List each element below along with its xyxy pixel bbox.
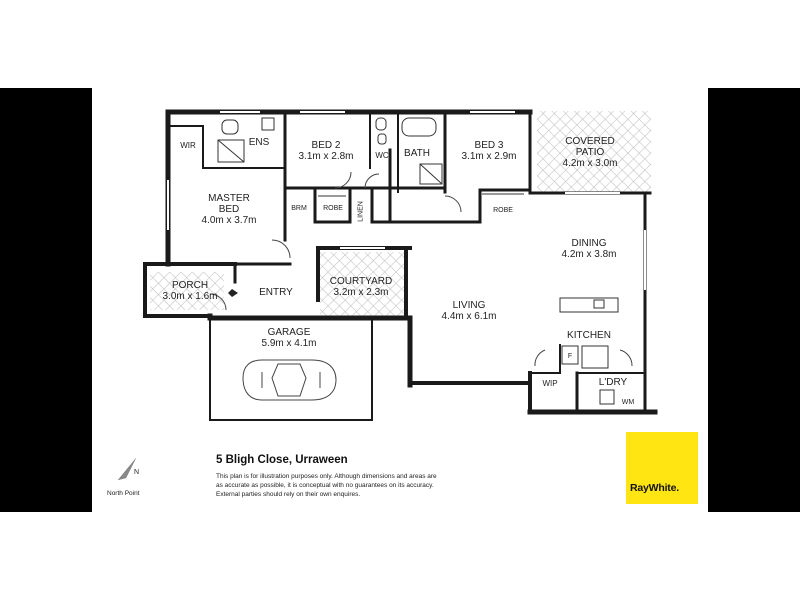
north-point-label: North Point xyxy=(107,490,140,497)
garage-label: GARAGE 5.9m x 4.1m xyxy=(261,327,316,349)
wip-label: WIP xyxy=(542,379,558,388)
courtyard-hatch xyxy=(320,252,404,318)
garage-size: 5.9m x 4.1m xyxy=(261,338,317,349)
patio-size: 4.2m x 3.0m xyxy=(562,158,618,169)
wm-label: WM xyxy=(621,399,635,406)
north-point-icon: N xyxy=(118,458,139,480)
bed3-name: BED 3 xyxy=(474,140,504,151)
bed2-size: 3.1m x 2.8m xyxy=(298,151,354,162)
ens-label: ENS xyxy=(248,137,270,148)
laundry-label: L'DRY xyxy=(598,377,628,388)
dining-label: DINING 4.2m x 3.8m xyxy=(561,238,616,260)
entry-label: ENTRY xyxy=(259,287,293,298)
disclaimer: This plan is for illustration purposes o… xyxy=(216,472,486,499)
fridge-label: F xyxy=(567,353,573,360)
robe-bed2-label: ROBE xyxy=(323,205,343,212)
bed2-name: BED 2 xyxy=(311,140,341,151)
property-address: 5 Bligh Close, Urraween xyxy=(216,454,348,466)
door-swings xyxy=(209,171,633,367)
kitchen-label: KITCHEN xyxy=(567,330,611,341)
master-size: 4.0m x 3.7m xyxy=(201,215,257,226)
porch-hatch xyxy=(150,272,224,310)
windows xyxy=(167,111,646,290)
svg-text:N: N xyxy=(134,469,139,476)
patio-name-line2: PATIO xyxy=(575,147,605,158)
disclaimer-line: This plan is for illustration purposes o… xyxy=(216,473,437,480)
master-bed-label: MASTER BED 4.0m x 3.7m xyxy=(201,193,256,226)
robe-bed3-label: ROBE xyxy=(493,207,513,214)
living-size: 4.4m x 6.1m xyxy=(441,311,497,322)
garage-name: GARAGE xyxy=(267,327,311,338)
master-name-line1: MASTER xyxy=(208,193,250,204)
raywhite-logo-text: RayWhite. xyxy=(630,482,679,494)
bath-label: BATH xyxy=(404,148,430,159)
porch-name: PORCH xyxy=(171,280,209,291)
bed3-size: 3.1m x 2.9m xyxy=(461,151,517,162)
right-frame-bar xyxy=(708,88,800,512)
disclaimer-line: as accurate as possible, it is conceptua… xyxy=(216,482,434,489)
car-icon xyxy=(242,359,337,401)
brm-label: BRM xyxy=(291,205,307,212)
living-name: LIVING xyxy=(452,300,486,311)
porch-label: PORCH 3.0m x 1.6m xyxy=(162,280,217,302)
porch-size: 3.0m x 1.6m xyxy=(162,291,218,302)
wir-label: WIR xyxy=(180,141,196,150)
master-name-line2: BED xyxy=(218,204,240,215)
patio-name-line1: COVERED xyxy=(565,136,615,147)
dining-name: DINING xyxy=(571,238,607,249)
entry-arrow-icon xyxy=(228,289,238,297)
left-frame-bar xyxy=(0,88,92,512)
covered-patio-label: COVERED PATIO 4.2m x 3.0m xyxy=(562,136,617,169)
patio-hatch xyxy=(537,111,651,193)
courtyard-label: COURTYARD 3.2m x 2.3m xyxy=(330,276,392,298)
dining-size: 4.2m x 3.8m xyxy=(561,249,617,260)
courtyard-size: 3.2m x 2.3m xyxy=(333,287,389,298)
courtyard-name: COURTYARD xyxy=(329,276,393,287)
raywhite-logo: RayWhite. xyxy=(626,432,698,504)
living-label: LIVING 4.4m x 6.1m xyxy=(441,300,496,322)
bed2-label: BED 2 3.1m x 2.8m xyxy=(298,140,353,162)
bed3-label: BED 3 3.1m x 2.9m xyxy=(461,140,516,162)
fridge-box xyxy=(561,345,579,365)
linen-label: LINEN xyxy=(357,201,365,222)
fixtures xyxy=(217,117,619,405)
disclaimer-line: External parties should rely on their ow… xyxy=(216,491,361,498)
wc-label: WC xyxy=(375,151,389,160)
